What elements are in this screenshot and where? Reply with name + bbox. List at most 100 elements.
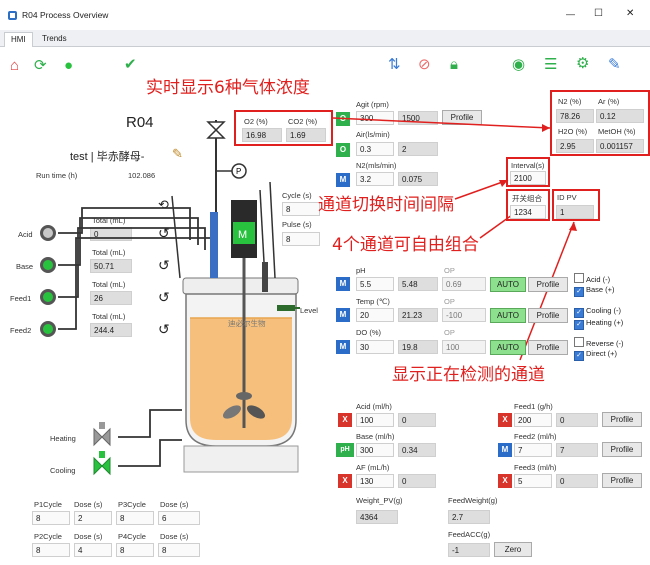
n2flow-setpoint[interactable]: 3.2 (356, 172, 394, 186)
pump-feed2-icon[interactable] (40, 321, 56, 337)
p3cycle-input[interactable]: 8 (116, 511, 154, 525)
p1dose-input[interactable]: 2 (74, 511, 112, 525)
loop-do-mode-badge[interactable]: M (336, 340, 350, 354)
flow-feed2-pv: 7 (556, 443, 598, 457)
flow-acid-setpoint[interactable]: 100 (356, 413, 394, 427)
ar-value: 0.12 (596, 109, 644, 123)
check-icon[interactable]: ✔ (124, 56, 137, 73)
minimize-button[interactable]: — (566, 9, 575, 19)
check-cooling[interactable]: ✓Cooling (-) (574, 306, 621, 318)
loop-temp-mode-badge[interactable]: M (336, 308, 350, 322)
tab-trends[interactable]: Trends (42, 34, 67, 43)
loop-do-setpoint[interactable]: 30 (356, 340, 394, 354)
close-button[interactable]: ✕ (626, 8, 635, 19)
p1cycle-input[interactable]: 8 (32, 511, 70, 525)
flow-feed3-pv: 0 (556, 474, 598, 488)
feedweight-value: 2.7 (448, 510, 490, 524)
tab-hmi[interactable]: HMI (4, 32, 33, 47)
reset-feed2-icon[interactable]: ↺ (158, 321, 170, 337)
loop-ph-mode-badge[interactable]: M (336, 277, 350, 291)
flow-base-mode-badge[interactable]: pH (336, 443, 354, 457)
n2flow-pv: 0.075 (398, 172, 438, 186)
check-direct-box[interactable]: ✓ (574, 351, 584, 361)
check-heating-box[interactable]: ✓ (574, 320, 584, 330)
check-heating-label: Heating (+) (586, 318, 624, 327)
p2dose-input[interactable]: 4 (74, 543, 112, 557)
agit-setpoint[interactable]: 300 (356, 111, 394, 125)
loop-temp-setpoint[interactable]: 20 (356, 308, 394, 322)
co2-value: 1.69 (286, 128, 326, 142)
p2cycle-input[interactable]: 8 (32, 543, 70, 557)
air-setpoint[interactable]: 0.3 (356, 142, 394, 156)
n2flow-mode-badge[interactable]: M (336, 173, 350, 187)
flow-feed1-setpoint[interactable]: 200 (514, 413, 552, 427)
check-base[interactable]: ✓Base (+) (574, 285, 615, 297)
maximize-button[interactable]: ☐ (594, 8, 603, 19)
reactor-subtitle: test | 毕赤酵母- (70, 151, 145, 163)
check-reverse[interactable]: Reverse (-) (574, 337, 624, 348)
cycle-input[interactable]: 8 (282, 202, 320, 216)
reset-base-icon[interactable]: ↺ (158, 257, 170, 273)
loop-ph-auto-button[interactable]: AUTO (490, 277, 526, 292)
zero-button[interactable]: Zero (494, 542, 532, 557)
edit-icon[interactable]: ✎ (172, 146, 183, 161)
check-reverse-box[interactable] (574, 337, 584, 347)
pump-feed1-icon[interactable] (40, 289, 56, 305)
wrench-icon[interactable]: ✎ (608, 56, 621, 73)
loop-temp-auto-button[interactable]: AUTO (490, 308, 526, 323)
p3dose-input[interactable]: 6 (158, 511, 200, 525)
flow-acid-mode-badge[interactable]: X (338, 413, 352, 427)
loop-ph-setpoint[interactable]: 5.5 (356, 277, 394, 291)
runtime-label: Run time (h) (36, 171, 78, 180)
loop-do-op-label: OP (444, 328, 455, 337)
n2-header: N2 (%) (558, 97, 582, 106)
flow-base-setpoint[interactable]: 300 (356, 443, 394, 457)
flow-feed3-setpoint[interactable]: 5 (514, 474, 552, 488)
p3dose-label: Dose (s) (160, 500, 189, 509)
flow-af-mode-badge[interactable]: X (338, 474, 352, 488)
reset-acid-icon[interactable]: ↺ (158, 225, 170, 241)
title-bar: R04 Process Overview — ☐ ✕ (0, 0, 650, 30)
check-cooling-box[interactable]: ✓ (574, 308, 584, 318)
flow-feed2-profile-button[interactable]: Profile (602, 442, 642, 457)
check-heating[interactable]: ✓Heating (+) (574, 318, 623, 330)
flow-feed1-mode-badge[interactable]: X (498, 413, 512, 427)
check-base-box[interactable]: ✓ (574, 287, 584, 297)
channel-id-label: ID PV (557, 193, 577, 202)
flow-af-label: AF (mL/h) (356, 463, 390, 472)
check-acid-box[interactable] (574, 273, 584, 283)
flow-feed3-profile-button[interactable]: Profile (602, 473, 642, 488)
ar-header: Ar (%) (598, 97, 620, 106)
eye-icon[interactable]: ◉ (512, 56, 526, 73)
flow-feed1-profile-button[interactable]: Profile (602, 412, 642, 427)
p3cycle-label: P3Cycle (118, 500, 146, 509)
home-icon[interactable]: ⌂ (10, 57, 20, 74)
channel-combo-input[interactable]: 1234 (510, 205, 546, 219)
list-icon[interactable]: ☰ (544, 56, 558, 73)
interval-input[interactable]: 2100 (510, 171, 546, 185)
check-acid[interactable]: Acid (-) (574, 273, 610, 284)
refresh-icon[interactable]: ⟳ (34, 57, 47, 74)
flow-af-setpoint[interactable]: 130 (356, 474, 394, 488)
switch-icon[interactable]: ⇅ (388, 56, 401, 73)
air-mode-badge[interactable]: O (336, 143, 350, 157)
lock-icon[interactable]: 🔒︎ (450, 56, 458, 73)
gear-icon[interactable]: ⚙ (576, 55, 590, 72)
p4cycle-input[interactable]: 8 (116, 543, 154, 557)
p4dose-input[interactable]: 8 (158, 543, 200, 557)
flow-feed3-mode-badge[interactable]: X (498, 474, 512, 488)
stop-icon[interactable]: ⊘ (418, 56, 431, 73)
loop-temp-profile-button[interactable]: Profile (528, 308, 568, 323)
loop-do-profile-button[interactable]: Profile (528, 340, 568, 355)
loop-ph-profile-button[interactable]: Profile (528, 277, 568, 292)
pump-acid-icon[interactable] (40, 225, 56, 241)
reset-feed1-icon[interactable]: ↺ (158, 289, 170, 305)
flow-feed2-setpoint[interactable]: 7 (514, 443, 552, 457)
loop-do-auto-button[interactable]: AUTO (490, 340, 526, 355)
flow-feed2-mode-badge[interactable]: M (498, 443, 512, 457)
check-direct[interactable]: ✓Direct (+) (574, 349, 617, 361)
reset-icon[interactable]: ⟲ (158, 197, 169, 212)
pulse-input[interactable]: 8 (282, 232, 320, 246)
flow-feed3-label: Feed3 (ml/h) (514, 463, 557, 472)
pump-base-icon[interactable] (40, 257, 56, 273)
